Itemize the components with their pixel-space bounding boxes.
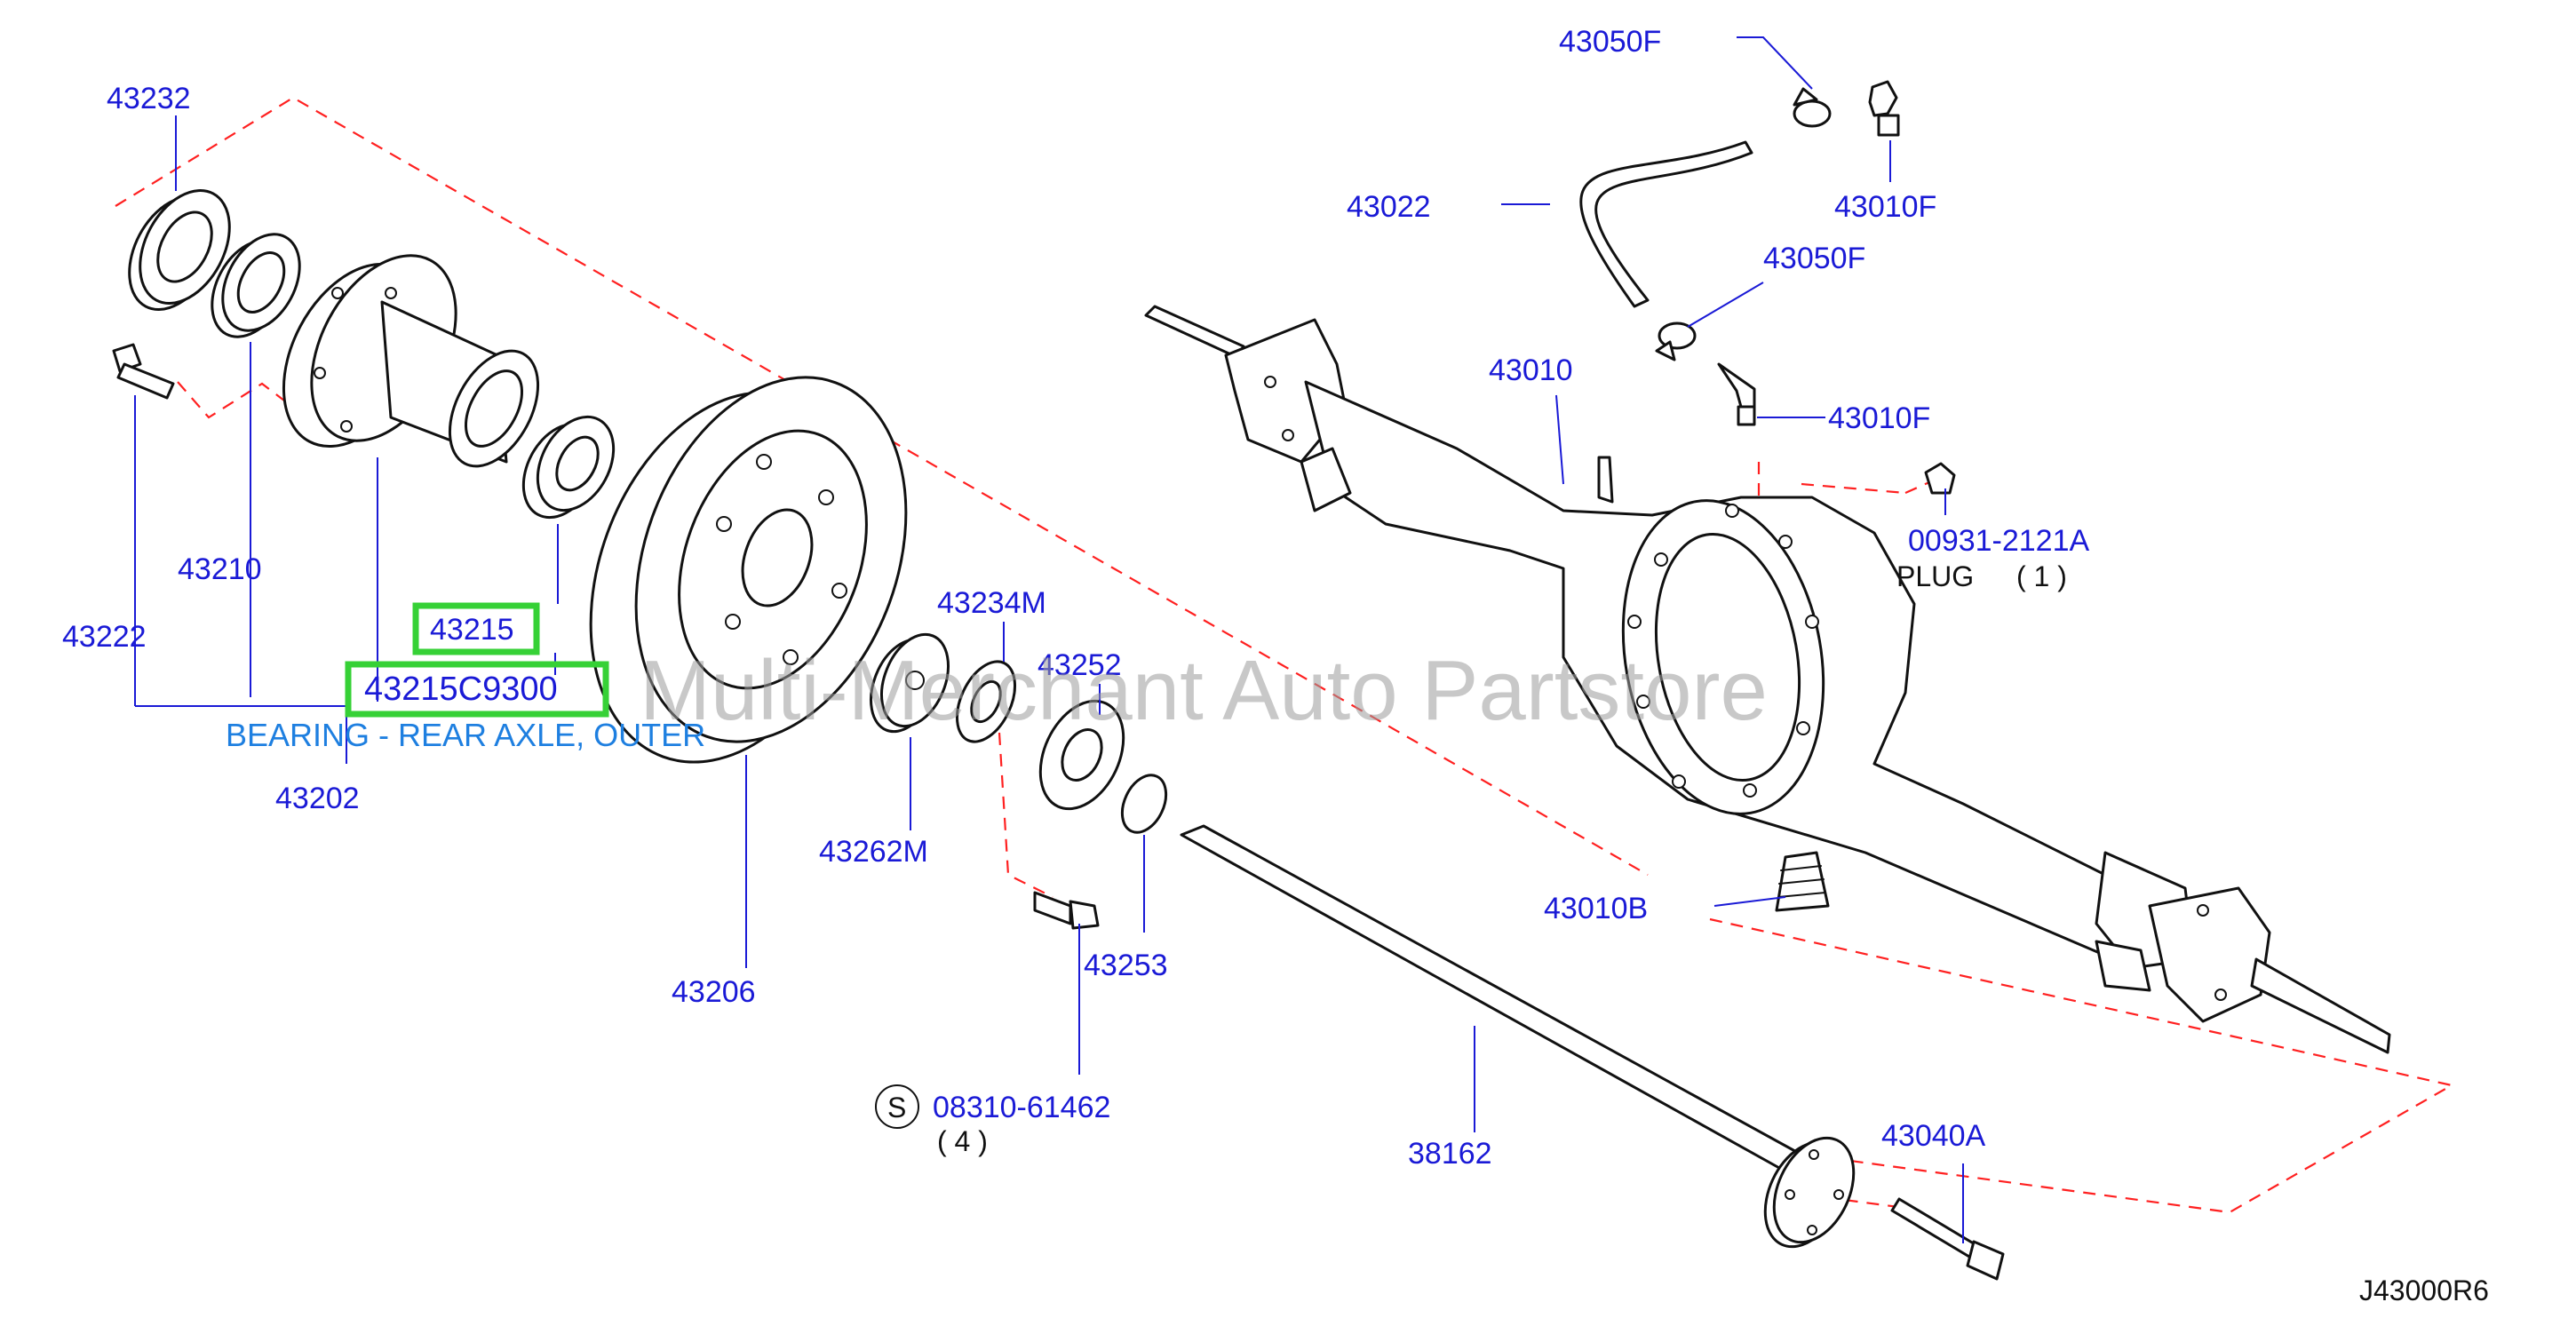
label-43210[interactable]: 43210 [178,552,262,586]
label-43202[interactable]: 43202 [275,782,360,815]
quantity-4: ( 4 ) [937,1125,988,1157]
outer-bearing-43215[interactable] [508,404,629,531]
label-43010f-top[interactable]: 43010F [1834,190,1936,224]
label-43010b[interactable]: 43010B [1544,892,1648,925]
label-43010f-mid[interactable]: 43010F [1828,401,1930,435]
hose-clip-43050f-mid[interactable] [1655,322,1697,361]
label-43222[interactable]: 43222 [62,620,147,654]
label-43232[interactable]: 43232 [107,82,191,115]
label-43252[interactable]: 43252 [1038,648,1122,682]
label-43262m[interactable]: 43262M [819,835,928,869]
axle-shaft-38162[interactable] [1180,824,1869,1259]
label-43206[interactable]: 43206 [672,975,756,1009]
shim-43252[interactable] [1024,687,1140,822]
plate-43262m[interactable] [858,624,961,742]
wheel-hub-43202[interactable] [255,231,556,480]
breather-43010f-mid[interactable] [1717,362,1756,426]
axle-housing-43010[interactable] [1144,305,2391,1054]
highlight-43215c9300 [345,661,609,718]
label-00931-2121a[interactable]: 00931-2121A [1908,524,2090,558]
label-43010[interactable]: 43010 [1489,353,1573,387]
s-symbol: S [887,1092,906,1123]
breather-43010f-top[interactable] [1868,80,1900,137]
plug-label: PLUG [1896,560,1974,592]
quantity-1: ( 1 ) [2016,560,2067,592]
washer-43234m[interactable] [945,653,1026,751]
highlight-43215 [412,602,540,655]
o-ring-43253[interactable] [1114,768,1175,839]
bumper-43010b[interactable] [1775,851,1830,912]
label-43215[interactable]: 43215 [430,613,514,647]
plug-00931-2121a[interactable] [1924,462,1956,495]
watermark: Multi-Merchant Auto Partstore [640,643,1768,738]
hose-clip-43050f-top[interactable] [1793,87,1832,128]
breather-hose-43022[interactable] [1579,140,1753,308]
label-38162[interactable]: 38162 [1408,1137,1492,1171]
label-43040a[interactable]: 43040A [1881,1119,1986,1153]
oil-seal-43232[interactable] [111,175,248,324]
diagram-code: J43000R6 [2359,1274,2489,1306]
bolt-08310-61462[interactable] [1033,891,1100,930]
label-43215c9300[interactable]: 43215C9300 [364,671,558,708]
bolt-43040a[interactable] [1890,1197,2005,1281]
wheel-stud-43222[interactable] [112,343,175,400]
label-43234m[interactable]: 43234M [937,586,1046,620]
brake-drum-43206[interactable] [542,339,954,800]
label-43253[interactable]: 43253 [1084,949,1168,982]
s-symbol-circle [875,1084,919,1129]
label-08310-61462[interactable]: 08310-61462 [933,1091,1110,1124]
label-43050f-top[interactable]: 43050F [1559,25,1661,59]
label-43050f-mid[interactable]: 43050F [1763,242,1865,275]
label-43022[interactable]: 43022 [1347,190,1431,224]
inner-bearing-43210[interactable] [196,221,315,350]
part-description: BEARING - REAR AXLE, OUTER [226,717,705,753]
leader-lines [134,36,1964,1243]
